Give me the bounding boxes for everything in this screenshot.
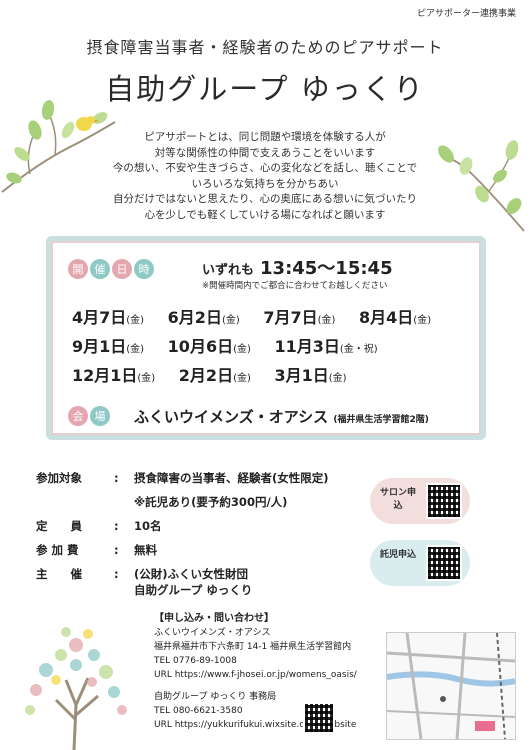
page-title: 自助グループ ゆっくり — [105, 72, 425, 106]
capacity-row: 定 員:10名 — [36, 519, 162, 533]
session-time: いずれも 13:45〜15:45 — [202, 254, 393, 280]
date-item: 9月1日(金) — [72, 337, 145, 356]
fee-row: 参 加 費:無料 — [36, 543, 157, 557]
label-char: 場 — [90, 406, 110, 426]
childcare-note: ※託児あり(要予約300円/人) — [134, 495, 288, 509]
tree-illustration — [25, 627, 127, 750]
qr-code-icon[interactable] — [303, 702, 335, 734]
intro-text: ピアサポートとは、同じ問題や環境を体験する人が 対等な関係性の仲間で支えあうこと… — [100, 130, 430, 223]
participants-row: 参加対象:摂食障害の当事者、経験者(女性限定) — [36, 471, 329, 485]
date-item: 10月6日(金) — [167, 337, 251, 356]
intro-line: ピアサポートとは、同じ問題や環境を体験する人が — [144, 131, 386, 143]
qr-label: サロン申込 — [380, 488, 417, 511]
childcare-signup-qr[interactable]: 託児申込 — [370, 540, 470, 586]
qr-code-icon — [426, 483, 462, 519]
contact-heading: 【申し込み・問い合わせ】 — [154, 613, 274, 624]
intro-line: 今の想い、不安や生きづらさ、心の変化などを話し、聴くことで — [112, 162, 418, 174]
date-item: 3月1日(金) — [274, 366, 347, 385]
access-map — [386, 632, 516, 740]
venue-name: ふくいウイメンズ・オアシス (福井県生活学習館2階) — [134, 408, 429, 426]
contact-org: 自助グループ ゆっくり 事務局 — [154, 692, 277, 702]
branch-illustration — [438, 140, 525, 232]
intro-line: 心を少しでも軽くしていける場になればと願います — [144, 208, 386, 221]
branch-bird-illustration — [1, 100, 116, 193]
time-note: ※開催時間内でご都合に合わせてお越しください — [202, 281, 388, 291]
date-item: 6月2日(金) — [167, 308, 240, 327]
label-char: 時 — [134, 259, 154, 279]
time-prefix: いずれも — [202, 263, 255, 278]
date-row: 9月1日(金) 10月6日(金) 11月3日(金・祝) — [72, 333, 396, 357]
label-char: 催 — [90, 259, 110, 279]
label-char: 開 — [68, 259, 88, 279]
qr-code-icon — [426, 545, 462, 581]
label-char: 会 — [68, 406, 88, 426]
date-item: 8月4日(金) — [359, 308, 432, 327]
intro-line: 対等な関係性の仲間で支えあうことをいいます — [154, 146, 376, 159]
contact-address: 福井県福井市下六条町 14-1 福井県生活学習館内 — [154, 642, 352, 652]
schedule-label: 開催日時 — [68, 258, 156, 279]
intro-line: いろいろな気持ちを分かちあい — [191, 177, 339, 190]
date-item: 11月3日(金・祝) — [274, 337, 378, 356]
contact-org: ふくいウイメンズ・オアシス — [154, 628, 271, 638]
contact-url[interactable]: URL https://www.f-jhosei.or.jp/womens_oa… — [154, 670, 357, 680]
host-row: 主 催:(公財)ふくい女性財団 — [36, 567, 249, 581]
subtitle: 摂食障害当事者・経験者のためのピアサポート — [86, 38, 444, 57]
venue-label: 会場 — [68, 405, 112, 426]
label-char: 日 — [112, 259, 132, 279]
date-row: 4月7日(金) 6月2日(金) 7月7日(金) 8月4日(金) — [72, 304, 449, 328]
intro-line: 自分だけではないと思えたり、心の奥底にある想いに気づいたり — [112, 193, 418, 205]
date-item: 12月1日(金) — [72, 366, 156, 385]
date-item: 2月2日(金) — [178, 366, 251, 385]
date-item: 4月7日(金) — [72, 308, 145, 327]
host-row-2: 自助グループ ゆっくり — [134, 583, 253, 597]
venue-sub: (福井県生活学習館2階) — [333, 415, 429, 425]
date-item: 7月7日(金) — [263, 308, 336, 327]
contact-tel: TEL 0776-89-1008 — [154, 656, 237, 666]
contact-url[interactable]: URL https://yukkurifukui.wixsite.com/web… — [154, 720, 357, 730]
time-value: 13:45〜15:45 — [260, 258, 393, 279]
contact-block: 【申し込み・問い合わせ】 ふくいウイメンズ・オアシス 福井県福井市下六条町 14… — [154, 612, 357, 732]
contact-tel: TEL 080-6621-3580 — [154, 706, 243, 716]
date-row: 12月1日(金) 2月2日(金) 3月1日(金) — [72, 362, 365, 386]
qr-label: 託児申込 — [380, 550, 417, 560]
header-tag: ピアサポーター連携事業 — [416, 9, 516, 19]
salon-signup-qr[interactable]: サロン申込 — [370, 478, 470, 524]
